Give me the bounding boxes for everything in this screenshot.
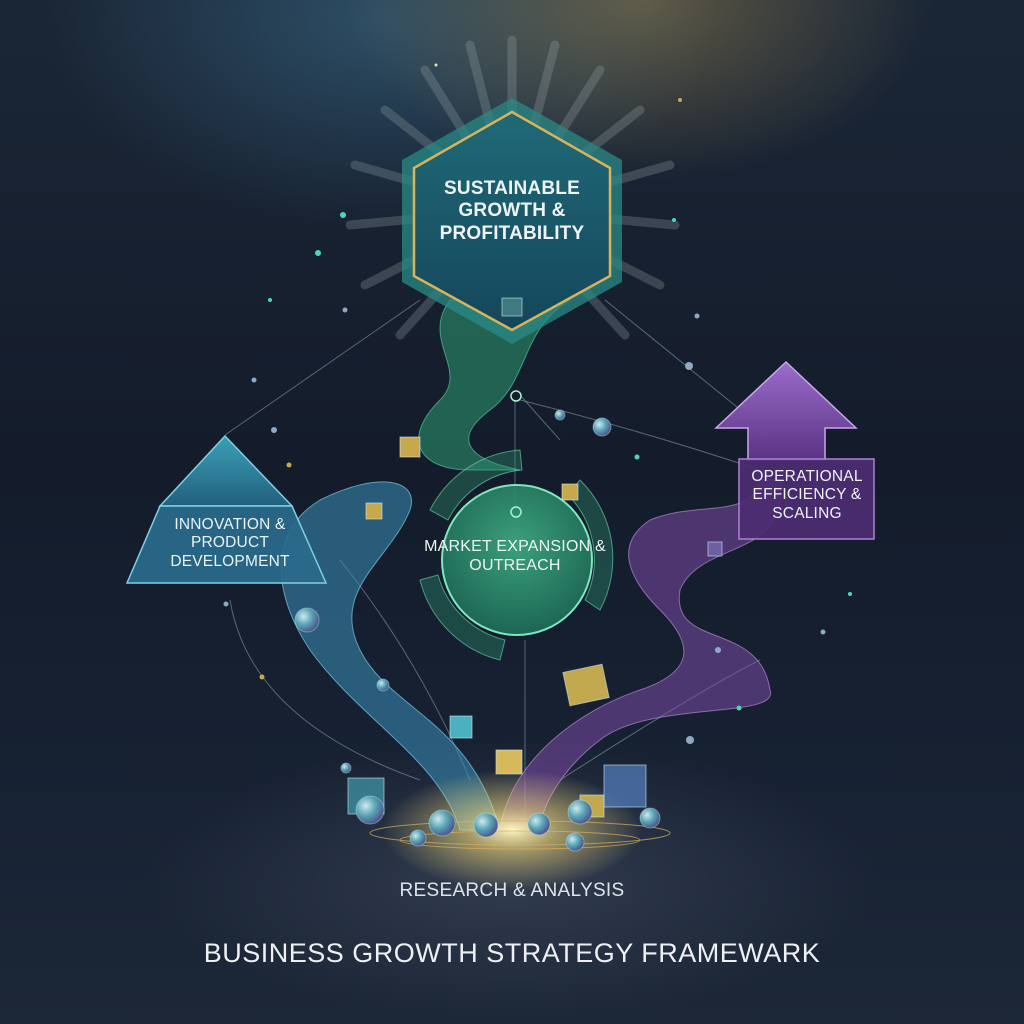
base-label: RESEARCH & ANALYSIS bbox=[399, 880, 625, 901]
particles bbox=[223, 63, 852, 744]
operations-arrow bbox=[714, 360, 858, 461]
innovation-ribbon bbox=[280, 481, 501, 831]
market-circle-shape bbox=[441, 484, 593, 636]
operations-node-label: OPERATIONAL EFFICIENCY & SCALING bbox=[751, 468, 863, 522]
orbit-rings bbox=[369, 820, 671, 850]
operations-box bbox=[738, 458, 875, 540]
diagram-title: BUSINESS GROWTH STRATEGY FRAMEWARK bbox=[203, 938, 821, 968]
cubes bbox=[347, 297, 723, 818]
market-node-label: MARKET EXPANSION & OUTREACH bbox=[424, 538, 606, 574]
innovation-trapezoid bbox=[125, 505, 328, 584]
innovation-node-label: INNOVATION & PRODUCT DEVELOPMENT bbox=[170, 516, 290, 570]
goal-hexagon-inner bbox=[412, 110, 612, 332]
orbs bbox=[294, 409, 661, 852]
base-glow bbox=[382, 770, 642, 890]
goal-node-label: SUSTAINABLE GROWTH & PROFITABILITY bbox=[439, 178, 585, 244]
innovation-triangle-top bbox=[158, 434, 294, 507]
circle-arcs bbox=[419, 449, 614, 661]
